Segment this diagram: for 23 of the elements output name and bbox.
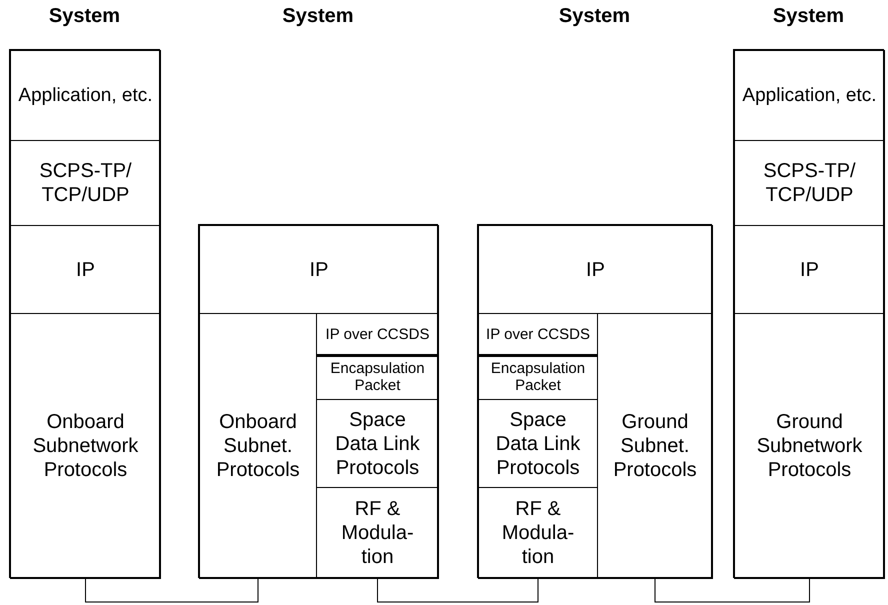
- protocol-layer: RF & Modula- tion: [316, 487, 439, 579]
- protocol-layer: Application, etc.: [734, 50, 885, 141]
- protocol-layer: IP over CCSDS: [478, 313, 598, 357]
- protocol-layer: IP: [199, 225, 439, 314]
- protocol-layer: Ground Subnetwork Protocols: [734, 313, 885, 579]
- protocol-layer: Onboard Subnetwork Protocols: [10, 313, 161, 579]
- protocol-layer: RF & Modula- tion: [478, 487, 598, 579]
- link-line: [377, 578, 538, 602]
- protocol-layer: Application, etc.: [10, 50, 161, 141]
- stack-heading: System: [772, 4, 846, 28]
- stack-heading: System: [558, 4, 632, 28]
- protocol-layer: IP: [734, 225, 885, 314]
- link-line: [85, 578, 258, 602]
- protocol-layer: SCPS-TP/ TCP/UDP: [734, 140, 885, 226]
- protocol-layer: SCPS-TP/ TCP/UDP: [10, 140, 161, 226]
- stack-heading: System: [48, 4, 122, 28]
- stack-heading: System: [281, 4, 355, 28]
- link-line: [654, 578, 810, 602]
- protocol-layer: IP: [478, 225, 713, 314]
- protocol-layer: Ground Subnet. Protocols: [597, 313, 713, 579]
- protocol-layer: IP: [10, 225, 161, 314]
- protocol-layer: Onboard Subnet. Protocols: [199, 313, 317, 579]
- protocol-layer: IP over CCSDS: [316, 313, 439, 357]
